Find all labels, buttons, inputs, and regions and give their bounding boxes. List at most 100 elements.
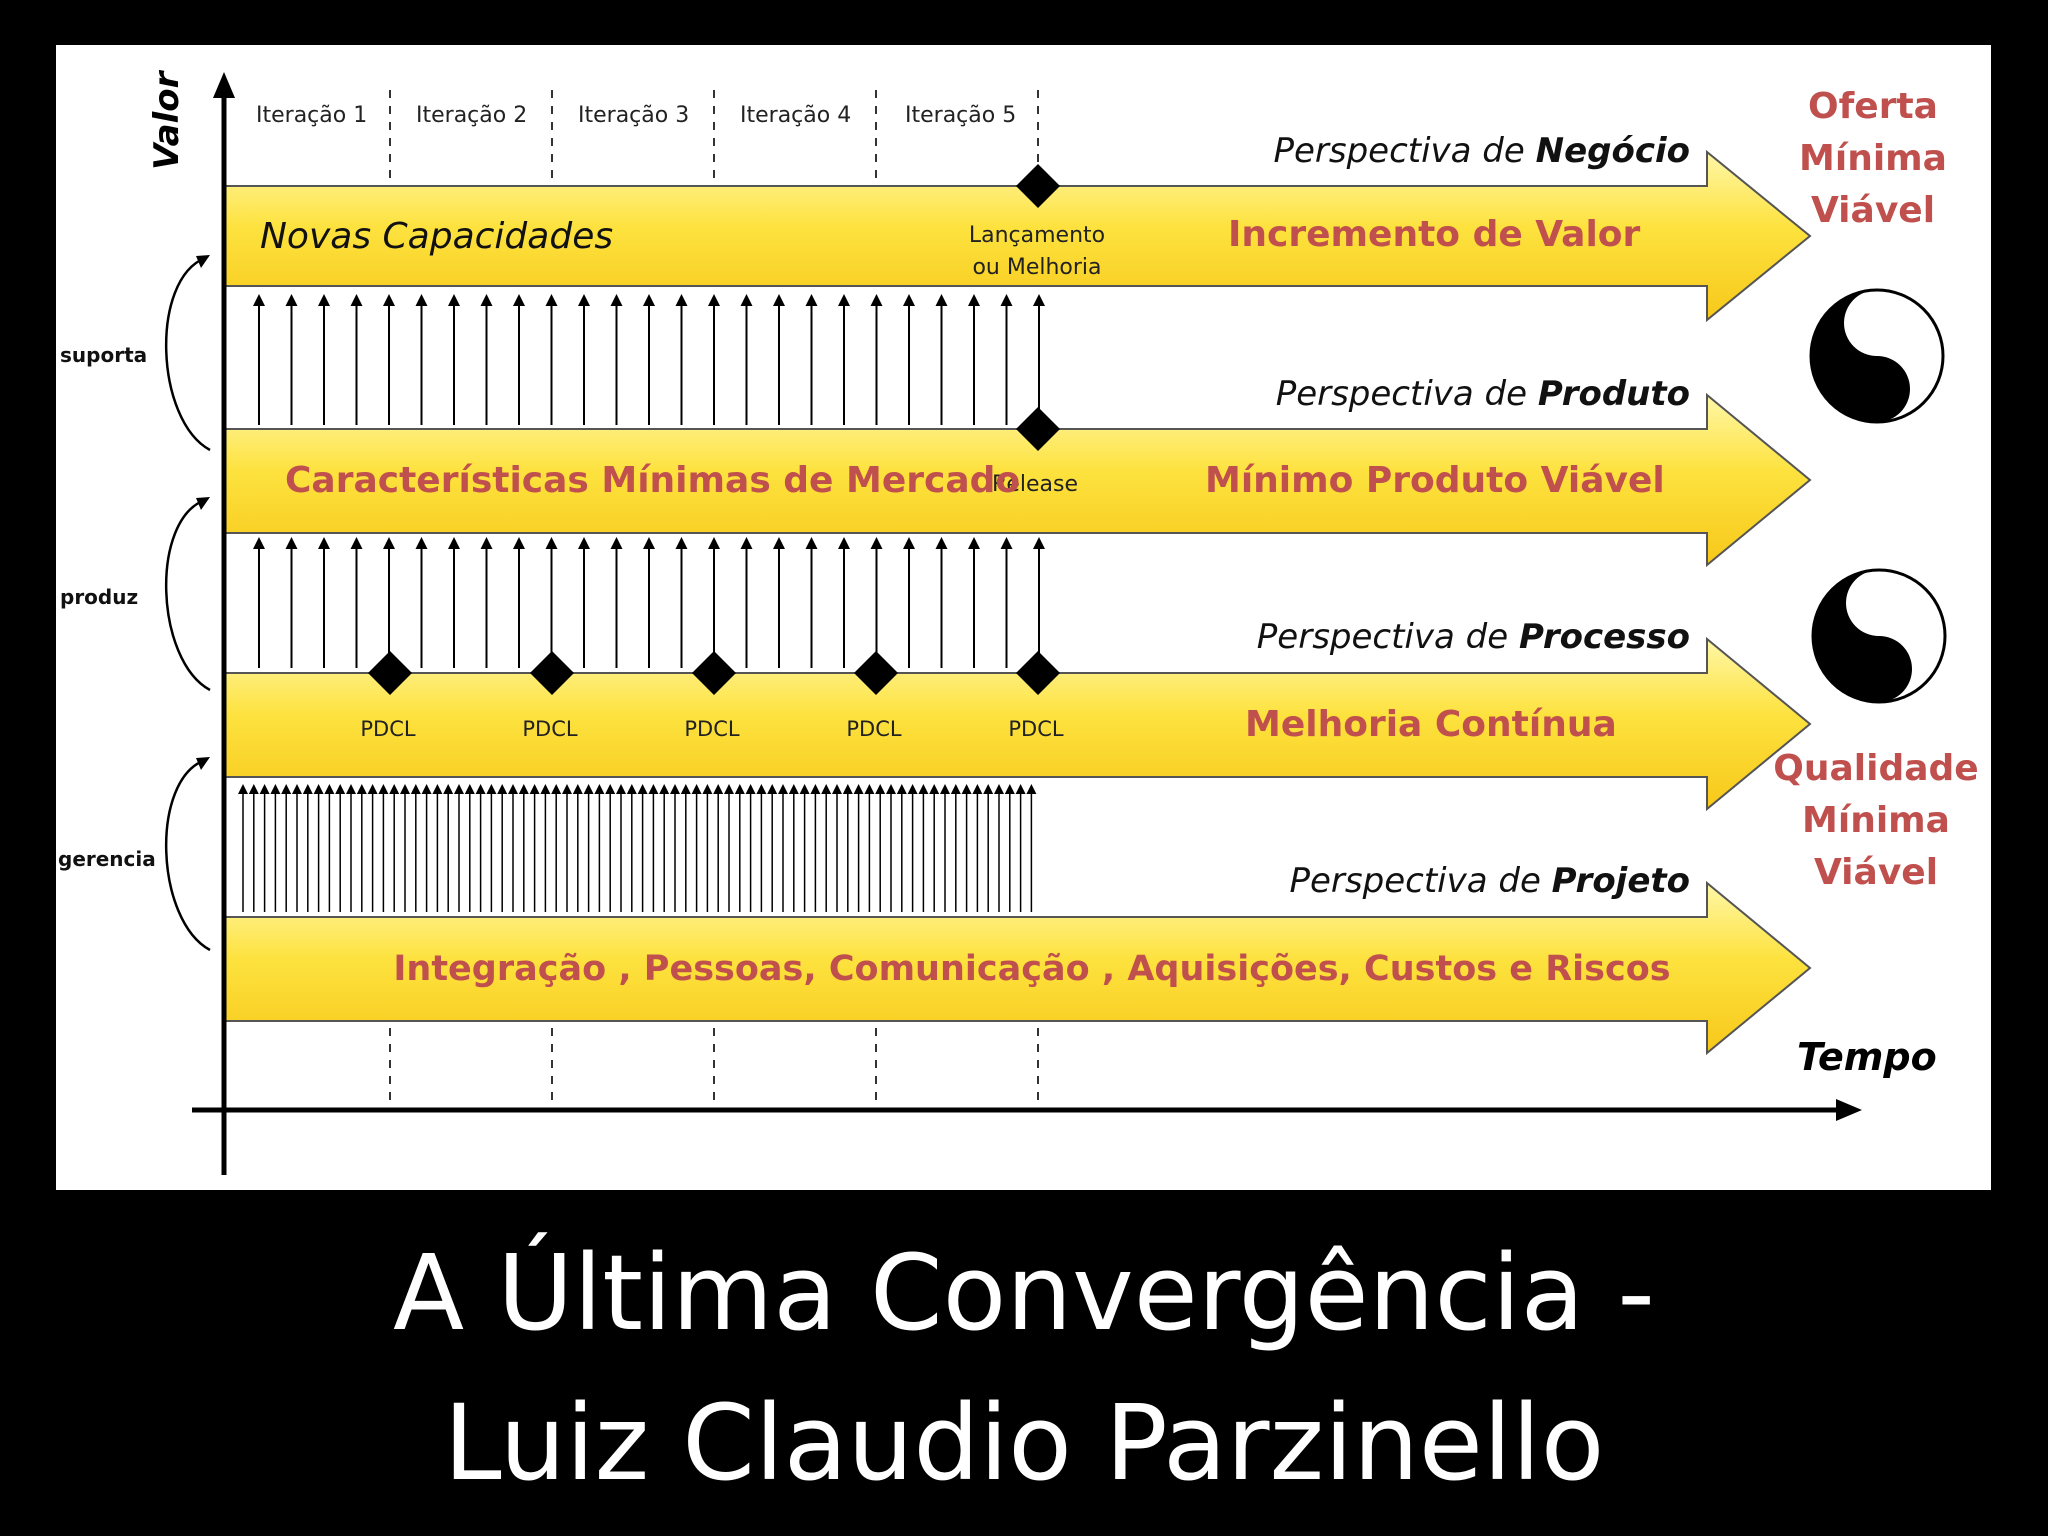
up-arrow-head (513, 294, 525, 306)
up-arrow-head (540, 784, 551, 794)
minima-label-top: Mínima (1799, 138, 1947, 179)
pdcl-label-1: PDCL (360, 717, 415, 741)
up-arrow-head (578, 294, 590, 306)
up-arrow-head (680, 784, 691, 794)
viavel-label-bottom: Viável (1814, 852, 1938, 893)
up-arrow-head (572, 784, 583, 794)
produto-arrow (224, 392, 1812, 568)
up-arrow-head (708, 294, 720, 306)
up-arrow-head (367, 784, 378, 794)
ou-melhoria-label: ou Melhoria (972, 255, 1101, 280)
up-arrow-head (940, 784, 950, 794)
up-arrow-head (896, 784, 907, 794)
up-arrow-head (773, 537, 785, 549)
up-arrow-head (497, 784, 508, 794)
up-arrow-head (415, 294, 428, 306)
yin-yang-icon (1811, 568, 1947, 704)
up-arrow-head (864, 784, 875, 794)
up-arrow-head (285, 537, 298, 549)
up-arrow-head (805, 294, 818, 306)
up-arrow-head (605, 784, 616, 794)
projeto-areas-label: Integração , Pessoas, Comunicação , Aqui… (393, 949, 1670, 989)
up-arrow-head (724, 784, 734, 794)
up-arrow-head (610, 537, 623, 549)
up-arrow-head (285, 294, 298, 306)
up-arrow-head (670, 784, 680, 794)
up-arrow-head (350, 294, 363, 306)
up-arrow-head (1000, 537, 1013, 549)
up-arrow-head (935, 294, 948, 306)
up-arrow-head (950, 784, 961, 794)
up-arrow-head (734, 784, 745, 794)
y-axis-arrowhead (213, 72, 235, 98)
iteration-label-5: Iteração 5 (905, 103, 1016, 128)
milestone-diamond (854, 651, 898, 695)
up-arrow-head (675, 294, 688, 306)
iteration-separators (389, 90, 1039, 1100)
up-arrow-head (518, 784, 529, 794)
up-arrow-head (389, 784, 400, 794)
up-arrow-head (545, 294, 558, 306)
up-arrow-head (643, 537, 655, 549)
minima-label-bottom: Mínima (1802, 800, 1950, 841)
up-arrow-head (675, 537, 688, 549)
up-arrow-head (810, 784, 821, 794)
up-arrow-head (324, 784, 335, 794)
milestone-diamond (1016, 164, 1060, 208)
iteration-label-4: Iteração 4 (740, 103, 851, 128)
up-arrow-head (1033, 537, 1045, 549)
release-label: Release (992, 472, 1078, 497)
melhoria-continua-label: Melhoria Contínua (1245, 704, 1617, 745)
up-arrow-head (659, 784, 670, 794)
up-arrow-head (562, 784, 572, 794)
qualidade-label: Qualidade (1773, 748, 1978, 789)
gerencia-curve (164, 758, 211, 952)
up-arrow-head (842, 784, 853, 794)
up-arrow-head (643, 294, 655, 306)
up-arrow-head (983, 784, 994, 794)
up-arrow-head (853, 784, 864, 794)
incremento-de-valor-label: Incremento de Valor (1228, 214, 1641, 255)
up-arrow-head (448, 537, 460, 549)
milestone-diamond (530, 651, 574, 695)
up-arrow-head (302, 784, 313, 794)
up-arrow-head (756, 784, 767, 794)
milestone-diamond (692, 651, 736, 695)
up-arrow-head (346, 784, 356, 794)
up-arrow-head (480, 294, 493, 306)
caracteristicas-label: Características Mínimas de Mercado (285, 460, 1020, 501)
up-arrow-head (968, 294, 980, 306)
lancamento-label: Lançamento (969, 223, 1105, 248)
gerencia-label: gerencia (58, 847, 156, 871)
up-arrow-head (821, 784, 832, 794)
up-arrow-head (318, 294, 330, 306)
up-arrow-head (508, 784, 518, 794)
up-arrow-head (773, 294, 785, 306)
up-arrow-head (935, 537, 948, 549)
up-arrow-head (356, 784, 367, 794)
up-arrow-head (318, 537, 330, 549)
up-arrow-head (886, 784, 896, 794)
up-arrow-head (968, 537, 980, 549)
up-arrow-head (350, 537, 363, 549)
perspective-arrows (224, 149, 1812, 1056)
relation-curves (164, 256, 211, 952)
up-arrow-head (972, 784, 983, 794)
up-arrow-head (740, 294, 753, 306)
milestone-diamond (1016, 651, 1060, 695)
up-arrow-head (443, 784, 454, 794)
support-arrows-row (253, 294, 1045, 425)
up-arrow-head (903, 294, 915, 306)
projeto-arrow (224, 880, 1812, 1056)
up-arrow-head (805, 537, 818, 549)
up-arrow-head (253, 537, 265, 549)
up-arrow-head (870, 294, 883, 306)
up-arrow-head (929, 784, 940, 794)
caption-line-2: Luiz Claudio Parzinello (443, 1382, 1605, 1504)
up-arrow-head (907, 784, 918, 794)
suporta-label: suporta (60, 343, 147, 367)
yin-yang-icon (1809, 288, 1945, 424)
produce-arrows-row (253, 537, 1045, 668)
viavel-label-top: Viável (1811, 190, 1935, 231)
up-arrow-head (421, 784, 432, 794)
